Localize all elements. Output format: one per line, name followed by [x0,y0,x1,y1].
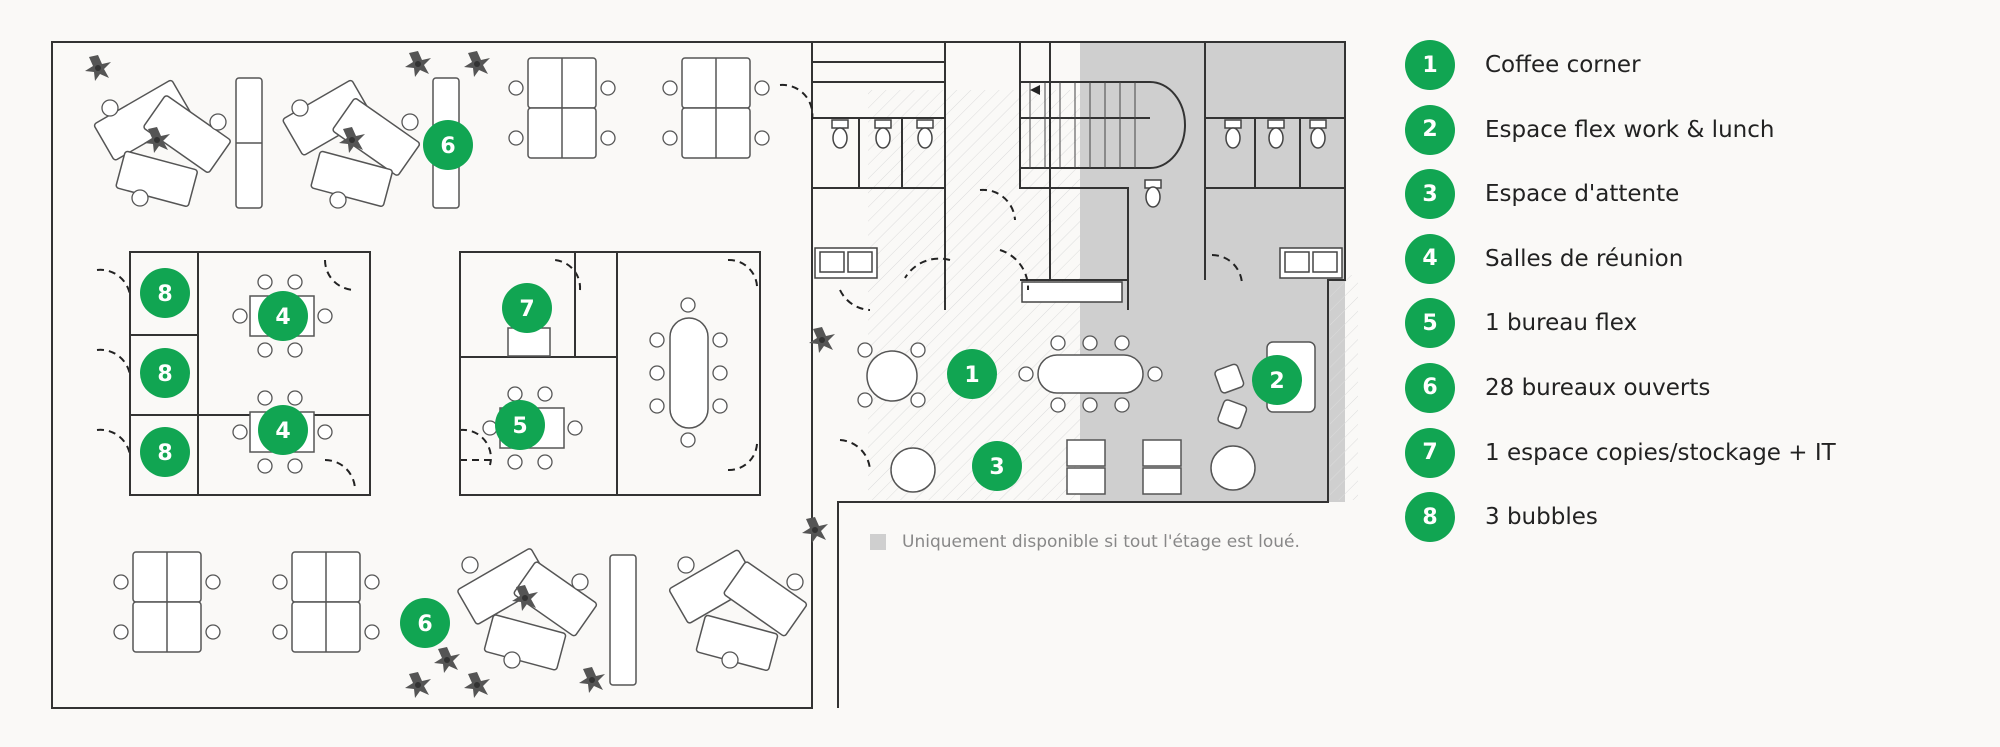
plant-icon [405,51,431,77]
legend-badge: 4 [1405,233,1455,284]
svg-text:3: 3 [989,455,1004,480]
legend-label: Coffee corner [1485,52,1641,78]
legend-label: 1 bureau flex [1485,310,1638,337]
legend-label: Espace flex work & lunch [1485,116,1775,143]
svg-text:2: 2 [1269,369,1284,394]
svg-text:4: 4 [275,419,290,444]
legend-item-2: 2 Espace flex work & lunch [1405,104,1836,155]
legend-label: Espace d'attente [1485,181,1680,208]
marker-7: 7 [502,283,552,333]
svg-text:5: 5 [512,414,527,439]
walls [51,41,1346,709]
legend-label: 1 espace copies/stockage + IT [1485,439,1836,466]
legend-badge: 3 [1405,169,1455,220]
doors [96,83,1243,491]
furniture [93,57,1316,686]
legend-item-4: 4 Salles de réunion [1405,233,1836,284]
marker-3: 3 [972,441,1022,491]
svg-text:4: 4 [275,305,290,330]
toilet-icon [1309,119,1327,149]
legend-item-3: 3 Espace d'attente [1405,169,1836,220]
svg-text:8: 8 [157,362,172,387]
legend-label: 28 bureaux ouverts [1485,374,1711,401]
svg-text:6: 6 [417,612,432,637]
availability-note: Uniquement disponible si tout l'étage es… [870,532,1300,552]
sinks [814,247,1343,303]
svg-text:7: 7 [519,297,534,322]
shaded-area-swatch [870,534,886,550]
plant-icon [405,672,431,698]
marker-2: 2 [1252,355,1302,405]
marker-6-top: 6 [423,120,473,170]
plant-icon [464,672,490,698]
plant-icon [579,667,605,693]
legend-badge: 7 [1405,427,1455,478]
plant-icon [85,55,111,81]
legend-badge: 5 [1405,298,1455,349]
marker-1: 1 [947,349,997,399]
plant-icon [802,517,828,543]
stair-treads [1029,82,1136,168]
marker-8-b: 8 [140,348,190,398]
toilet-icon [874,119,892,149]
legend-item-5: 5 1 bureau flex [1405,298,1836,349]
legend-label: Salles de réunion [1485,245,1684,272]
plant-icon [434,647,460,673]
note-text: Uniquement disponible si tout l'étage es… [902,532,1300,552]
marker-6-bottom: 6 [400,598,450,648]
legend: 1 Coffee corner 2 Espace flex work & lun… [1405,40,1836,557]
toilet-icon [1144,179,1162,208]
sink-icon [1279,247,1343,279]
svg-text:8: 8 [157,282,172,307]
marker-5: 5 [495,400,545,450]
legend-item-1: 1 Coffee corner [1405,40,1836,90]
svg-text:1: 1 [964,363,979,388]
stair-arrow-icon [1030,85,1040,95]
toilets [831,119,1327,208]
sink-icon [814,247,878,279]
svg-text:8: 8 [157,441,172,466]
legend-badge: 6 [1405,362,1455,413]
marker-8-a: 8 [140,268,190,318]
plant-icon [464,51,490,77]
meeting-rooms [129,251,761,496]
toilet-icon [831,119,849,149]
marker-8-c: 8 [140,427,190,477]
toilet-icon [1224,119,1242,149]
marker-4-lower: 4 [258,405,308,455]
svg-text:6: 6 [440,134,455,159]
legend-item-7: 7 1 espace copies/stockage + IT [1405,427,1836,478]
legend-badge: 8 [1405,492,1455,543]
map-markers: 6 4 4 8 8 8 7 5 1 2 3 6 [140,120,1302,648]
marker-4-upper: 4 [258,291,308,341]
toilet-icon [1267,119,1285,149]
legend-badge: 2 [1405,104,1455,155]
legend-label: 3 bubbles [1485,504,1598,531]
legend-badge: 1 [1405,40,1455,90]
toilet-icon [916,119,934,149]
legend-item-8: 8 3 bubbles [1405,492,1836,543]
chairs [101,80,1163,669]
legend-item-6: 6 28 bureaux ouverts [1405,362,1836,413]
